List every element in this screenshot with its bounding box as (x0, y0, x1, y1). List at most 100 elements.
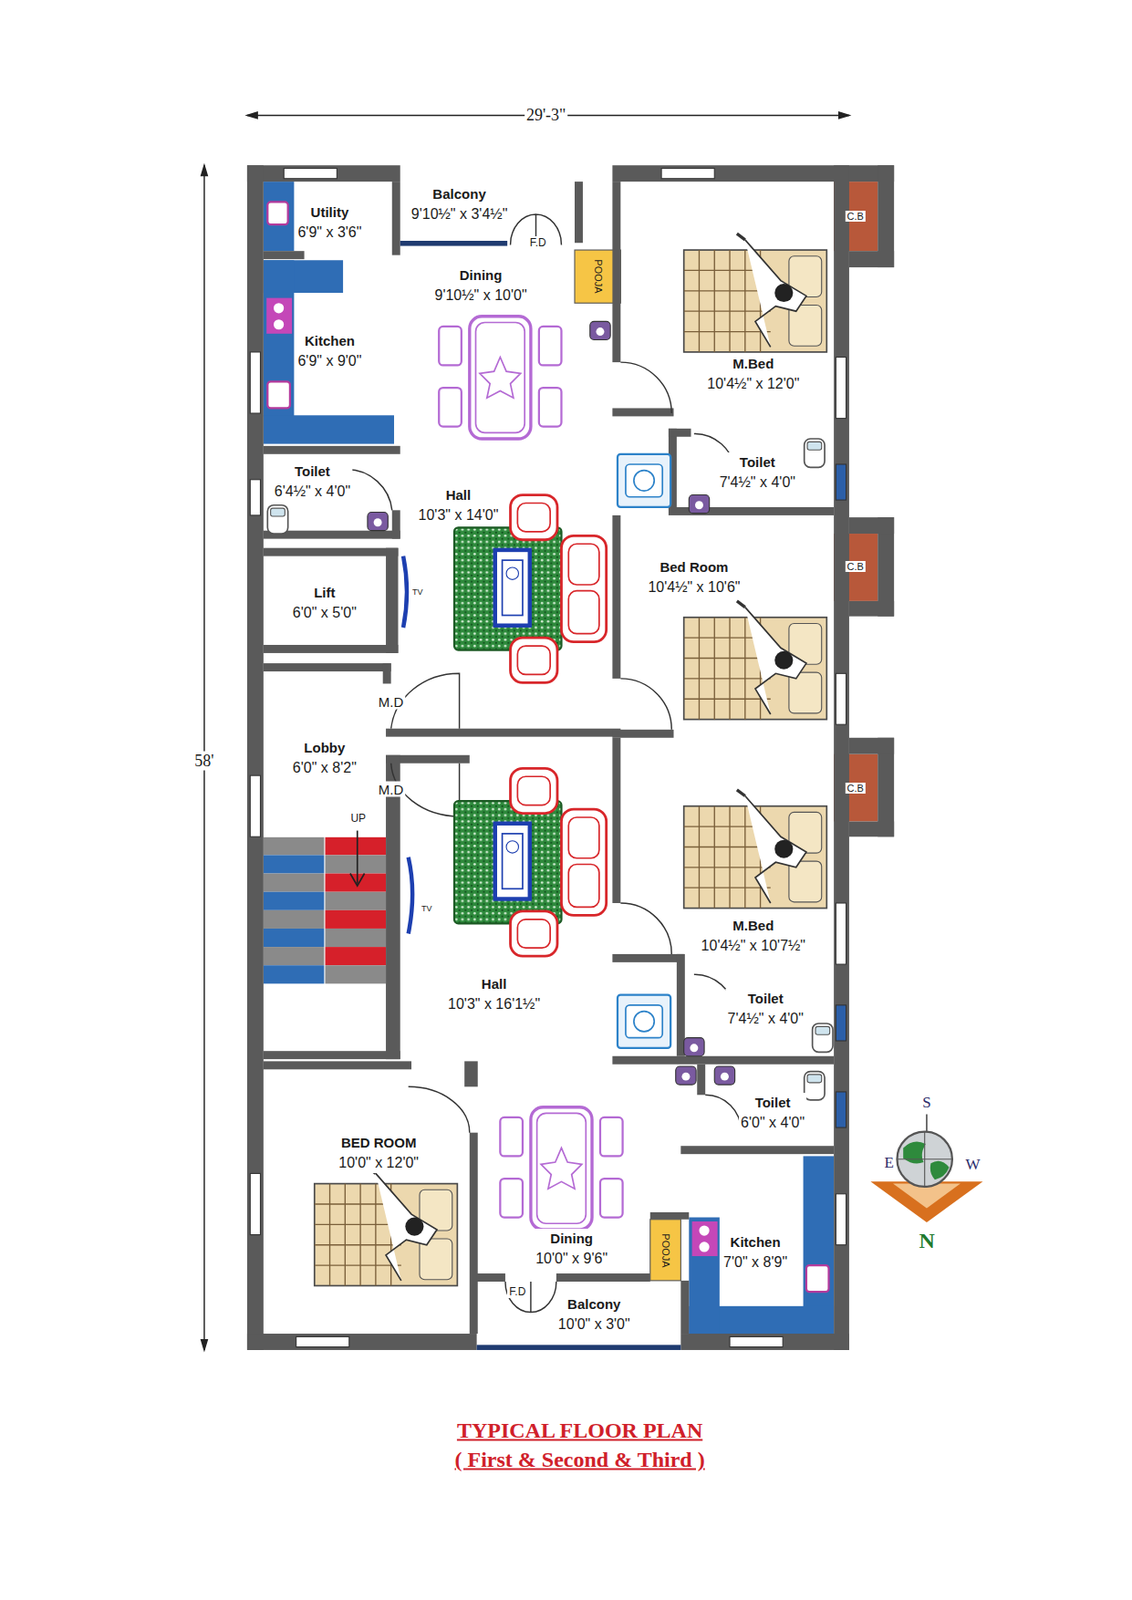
walls (247, 165, 894, 1351)
kitchen-fittings (688, 1217, 720, 1336)
kitchen-fittings (698, 1225, 709, 1236)
plan-label: F.D (507, 1285, 528, 1299)
room-dimension: 7'4½" x 4'0" (717, 472, 798, 493)
windows (835, 464, 846, 500)
walls (385, 548, 398, 654)
room-label: Lift6'0" x 5'0" (290, 582, 359, 624)
kitchen-fittings (273, 302, 284, 313)
walls (247, 1333, 478, 1351)
walls (612, 737, 621, 904)
walls (392, 509, 401, 539)
walls (849, 250, 894, 268)
plan-caption: ( First & Second & Third ) (454, 1447, 705, 1473)
room-label: BED ROOM10'0" x 12'0" (336, 1132, 421, 1174)
room-name: Kitchen (721, 1232, 790, 1253)
plan-label: M.D (376, 693, 406, 709)
room-dimension: 9'10½" x 3'4½" (409, 204, 510, 225)
doors (505, 1281, 557, 1313)
furniture (438, 316, 561, 439)
windows (249, 1173, 260, 1235)
room-label: Balcony9'10½" x 3'4½" (409, 184, 510, 225)
windows (249, 168, 846, 1348)
doors (620, 362, 672, 414)
windows (249, 352, 260, 414)
plan-label: TV (419, 903, 435, 914)
walls (247, 165, 264, 1351)
staircase (263, 965, 325, 984)
plan-label: M.D (376, 781, 406, 798)
walls (464, 1060, 478, 1087)
room-name: Hall (416, 485, 501, 506)
plan-label: POOJA (592, 259, 604, 294)
furniture (684, 233, 828, 353)
room-name: Balcony (556, 1294, 633, 1315)
walls (263, 548, 399, 557)
room-name: Kitchen (295, 331, 364, 352)
furniture (267, 233, 833, 1286)
room-dimension: 10'4½" x 10'6" (645, 577, 742, 598)
staircase (263, 928, 325, 947)
walls (612, 1056, 834, 1065)
room-dimension: 10'0" x 12'0" (336, 1152, 421, 1174)
walls (849, 601, 894, 617)
furniture (684, 1038, 705, 1057)
plan-title: TYPICAL FLOOR PLAN (456, 1417, 703, 1443)
room-dimension: 10'3" x 14'0" (416, 505, 501, 526)
staircase (263, 830, 386, 986)
furniture (617, 995, 671, 1049)
plan-label: 58' (192, 750, 216, 770)
walls (263, 1060, 412, 1070)
room-dimension: 6'0" x 8'2" (290, 758, 359, 779)
room-name: Toilet (272, 461, 353, 482)
kitchen-fittings (650, 1219, 682, 1281)
kitchen-fittings (698, 1241, 709, 1252)
walls (833, 165, 850, 1351)
compass (870, 1181, 983, 1223)
room-label: M.Bed10'4½" x 10'7½" (699, 915, 808, 956)
plan-label: W (963, 1155, 982, 1174)
staircase (263, 946, 325, 966)
furniture (684, 601, 828, 720)
furniture (267, 505, 288, 534)
plan-label: S (920, 1093, 933, 1112)
compass (903, 1141, 926, 1164)
staircase (324, 946, 386, 966)
doors (408, 1086, 470, 1132)
walls (680, 1333, 850, 1351)
plan-label: TV (410, 587, 426, 597)
windows (249, 775, 260, 837)
plan-label: C.B (845, 210, 866, 222)
kitchen-fittings (263, 181, 295, 251)
furniture (403, 556, 407, 628)
plan-label: C.B (845, 560, 866, 572)
windows (661, 168, 715, 179)
windows (835, 1005, 846, 1041)
walls (612, 407, 674, 416)
staircase (263, 892, 325, 911)
staircase (324, 854, 386, 873)
room-name: Lift (290, 582, 359, 603)
kitchen-fittings (263, 181, 878, 1335)
room-label: Toilet6'0" x 4'0" (738, 1092, 807, 1133)
furniture (714, 1066, 735, 1085)
staircase (324, 910, 386, 929)
plan-label: E (882, 1153, 895, 1173)
windows (296, 1336, 350, 1347)
kitchen-fittings (692, 1221, 718, 1257)
compass (930, 1161, 950, 1180)
room-dimension: 6'4½" x 4'0" (272, 481, 353, 502)
windows (729, 1336, 783, 1347)
staircase (350, 873, 365, 886)
staircase (356, 830, 359, 884)
room-dimension: 6'9" x 9'0" (295, 351, 364, 372)
walls (556, 1273, 651, 1282)
room-label: Toilet7'4½" x 4'0" (726, 988, 806, 1029)
furniture (590, 321, 611, 340)
windows (835, 357, 846, 419)
staircase (263, 873, 325, 893)
walls (477, 1344, 682, 1351)
walls (385, 728, 621, 738)
plan-label: N (916, 1227, 936, 1253)
